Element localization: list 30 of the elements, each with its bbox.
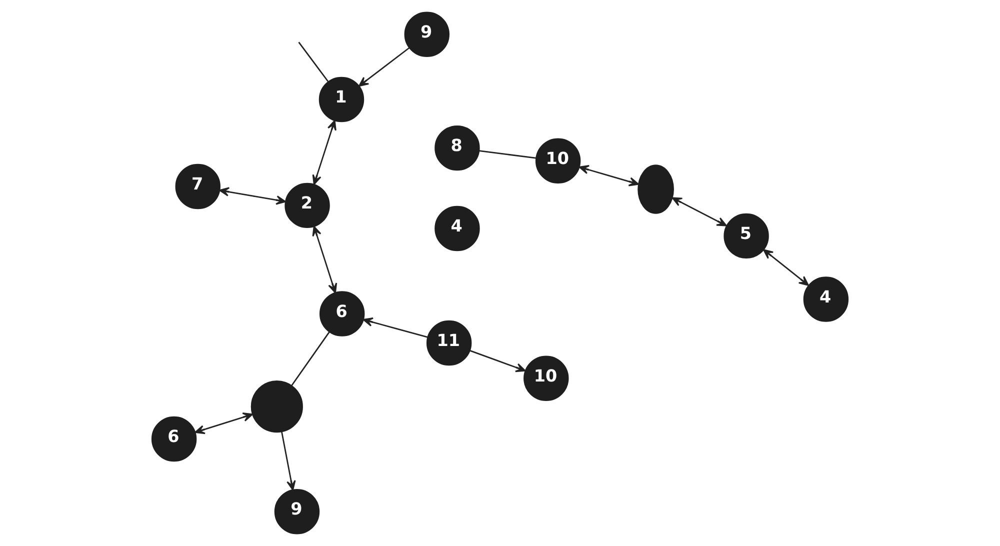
node-ellipse bbox=[638, 164, 674, 214]
arrow bbox=[219, 187, 286, 205]
node-circle: 1 bbox=[318, 76, 364, 122]
arrow bbox=[312, 226, 338, 294]
arrow bbox=[762, 249, 809, 286]
node-circle: 10 bbox=[524, 356, 569, 401]
arrow bbox=[358, 47, 410, 87]
node-circle bbox=[250, 380, 303, 433]
connector bbox=[479, 150, 536, 159]
arrow bbox=[672, 197, 727, 226]
node-circle: 9 bbox=[404, 12, 450, 57]
node-circle: 6 bbox=[151, 416, 197, 462]
node-circle: 4 bbox=[434, 206, 480, 252]
node-circle: 9 bbox=[274, 489, 320, 534]
arrow bbox=[470, 350, 526, 372]
arrow bbox=[362, 317, 428, 338]
node-circle: 11 bbox=[426, 320, 472, 366]
arrow bbox=[281, 432, 296, 491]
node-circle: 10 bbox=[535, 138, 581, 184]
node-circle: 4 bbox=[803, 276, 849, 322]
node-circle: 2 bbox=[284, 182, 330, 228]
node-circle: 8 bbox=[434, 125, 480, 171]
node-circle: 7 bbox=[175, 164, 220, 210]
connector bbox=[291, 332, 330, 386]
arrow bbox=[312, 120, 336, 185]
node-circle: 6 bbox=[319, 291, 365, 336]
connector bbox=[298, 42, 329, 82]
arrow bbox=[578, 165, 640, 186]
arrow bbox=[194, 412, 253, 434]
node-circle: 5 bbox=[724, 213, 769, 259]
